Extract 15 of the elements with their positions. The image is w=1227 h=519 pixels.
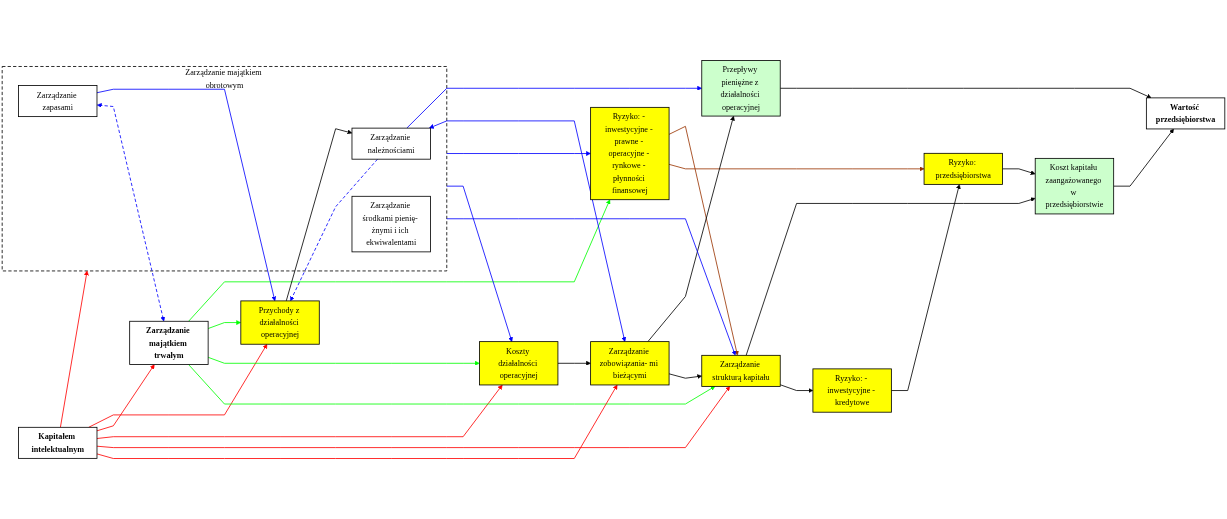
node-box: Wartość przedsiębiorstwa <box>1145 97 1226 130</box>
node-box: Zarządzanie zobowiązania- mi bieżącymi <box>590 341 670 386</box>
node-box: Ryzyko: przedsiębiorstwa <box>923 152 1003 185</box>
node-box: Ryzyko: - inwestycyjne - kredytowe <box>812 368 892 413</box>
node-box: Zarządzanie należnościami <box>351 127 431 160</box>
node-box: Zarządzanie majątkiem trwałym <box>129 320 209 365</box>
node-box: Przepływy pieniężne z działalności operacyjnej <box>701 60 781 117</box>
node-box: Ryzyko: - inwestycyjne - prawne - operacyjne - rynkowe - płynności finansowej <box>590 106 670 201</box>
node-box: Zarządzanie strukturą kapitału <box>701 354 781 387</box>
node-box: Zarządzanie środkami pienię- żnymi i ich ekwiwalentami <box>351 195 431 253</box>
node-box: Koszty działalności operacyjnej <box>479 341 559 386</box>
node-box: Koszt kapitału zaangażowanego w przedsiębiorstwie <box>1034 157 1115 215</box>
node-box: Przychody z działalności operacyjnej <box>240 300 320 345</box>
node-box: Zarządzanie zapasami <box>18 85 98 117</box>
node-box: Kapitałem intelektualnym <box>18 426 98 459</box>
